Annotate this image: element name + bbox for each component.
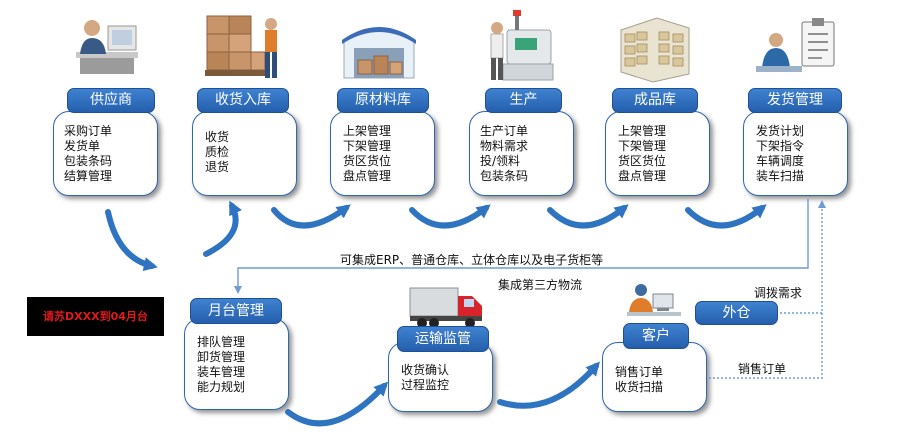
dock-title: 月台管理 xyxy=(190,298,282,324)
warehouse-building-illustration xyxy=(342,27,416,79)
list-item: 采购订单 xyxy=(64,124,113,138)
list-item: 包装条码 xyxy=(480,169,529,183)
external-warehouse-title: 外仓 xyxy=(695,301,778,325)
list-item: 货区货位 xyxy=(343,154,392,168)
list-item: 上架管理 xyxy=(343,124,392,138)
flow-arrow xyxy=(271,204,351,229)
receiving-card: 收货 质检 退货 xyxy=(192,111,297,196)
list-item: 货区货位 xyxy=(618,154,667,168)
list-item: 下架指令 xyxy=(756,139,805,153)
supplier-card: 采购订单 发货单 包装条码 结算管理 xyxy=(53,111,158,196)
list-item: 发货单 xyxy=(64,139,101,153)
flow-arrow xyxy=(497,361,600,409)
list-item: 盘点管理 xyxy=(618,169,667,183)
clipboard-worker-illustration xyxy=(756,18,835,72)
list-item: 排队管理 xyxy=(197,335,246,349)
list-item: 车辆调度 xyxy=(756,154,805,168)
dock-card: 排队管理 卸货管理 装车管理 能力规划 xyxy=(184,318,289,410)
list-item: 过程监控 xyxy=(401,378,450,392)
list-item: 销售订单 xyxy=(615,365,664,379)
finished-goods-title: 成品库 xyxy=(612,88,698,113)
list-item: 投/领料 xyxy=(480,154,521,168)
raw-material-title: 原材料库 xyxy=(337,88,429,113)
transport-title: 运输监管 xyxy=(397,326,489,352)
finished-goods-card: 上架管理 下架管理 货区货位 盘点管理 xyxy=(605,111,710,196)
supplier-title: 供应商 xyxy=(67,88,155,113)
list-item: 装车扫描 xyxy=(756,169,805,183)
receiving-title: 收货入库 xyxy=(197,88,289,113)
customer-desk-illustration xyxy=(627,284,681,316)
list-item: 质检 xyxy=(205,145,230,159)
transfer-demand-label: 调拨需求 xyxy=(754,286,803,300)
integration-label: 可集成ERP、普通仓库、立体仓库以及电子货柜等 xyxy=(340,253,604,267)
list-item: 收货扫描 xyxy=(615,380,664,394)
factory-machine-illustration xyxy=(490,10,554,81)
storage-shelves-illustration xyxy=(620,17,690,83)
production-title: 生产 xyxy=(485,88,562,113)
truck-illustration xyxy=(409,287,482,328)
flow-arrow xyxy=(547,204,629,229)
shipping-card: 发货计划 下架指令 车辆调度 装车扫描 xyxy=(743,111,848,196)
third-party-label: 集成第三方物流 xyxy=(498,278,583,292)
dock-led-sign: 请苏DXXX到04月台 xyxy=(27,297,164,336)
office-worker-illustration xyxy=(76,20,138,74)
raw-material-card: 上架管理 下架管理 货区货位 盘点管理 xyxy=(330,111,435,196)
list-item: 装车管理 xyxy=(197,365,246,379)
list-item: 能力规划 xyxy=(197,380,246,394)
list-item: 发货计划 xyxy=(756,124,805,138)
flow-arrow xyxy=(685,204,767,229)
list-item: 上架管理 xyxy=(618,124,667,138)
flow-arrow xyxy=(105,209,158,271)
flow-arrow xyxy=(409,204,491,229)
warehouse-worker-boxes-illustration xyxy=(205,15,277,78)
list-item: 结算管理 xyxy=(64,169,113,183)
list-item: 生产订单 xyxy=(480,124,529,138)
sales-order-line xyxy=(709,200,826,379)
list-item: 下架管理 xyxy=(343,139,392,153)
shipping-title: 发货管理 xyxy=(748,88,842,113)
list-item: 卸货管理 xyxy=(197,350,246,364)
flow-arrow xyxy=(285,381,389,427)
list-item: 退货 xyxy=(205,160,230,174)
list-item: 盘点管理 xyxy=(343,169,392,183)
customer-card: 销售订单 收货扫描 xyxy=(602,342,707,412)
return-line xyxy=(234,199,809,294)
list-item: 收货 xyxy=(205,130,230,144)
sales-order-label: 销售订单 xyxy=(738,362,787,376)
list-item: 收货确认 xyxy=(401,363,450,377)
customer-title: 客户 xyxy=(623,323,689,349)
list-item: 包装条码 xyxy=(64,154,113,168)
flow-arrow xyxy=(203,200,242,257)
list-item: 下架管理 xyxy=(618,139,667,153)
list-item: 物料需求 xyxy=(480,139,529,153)
